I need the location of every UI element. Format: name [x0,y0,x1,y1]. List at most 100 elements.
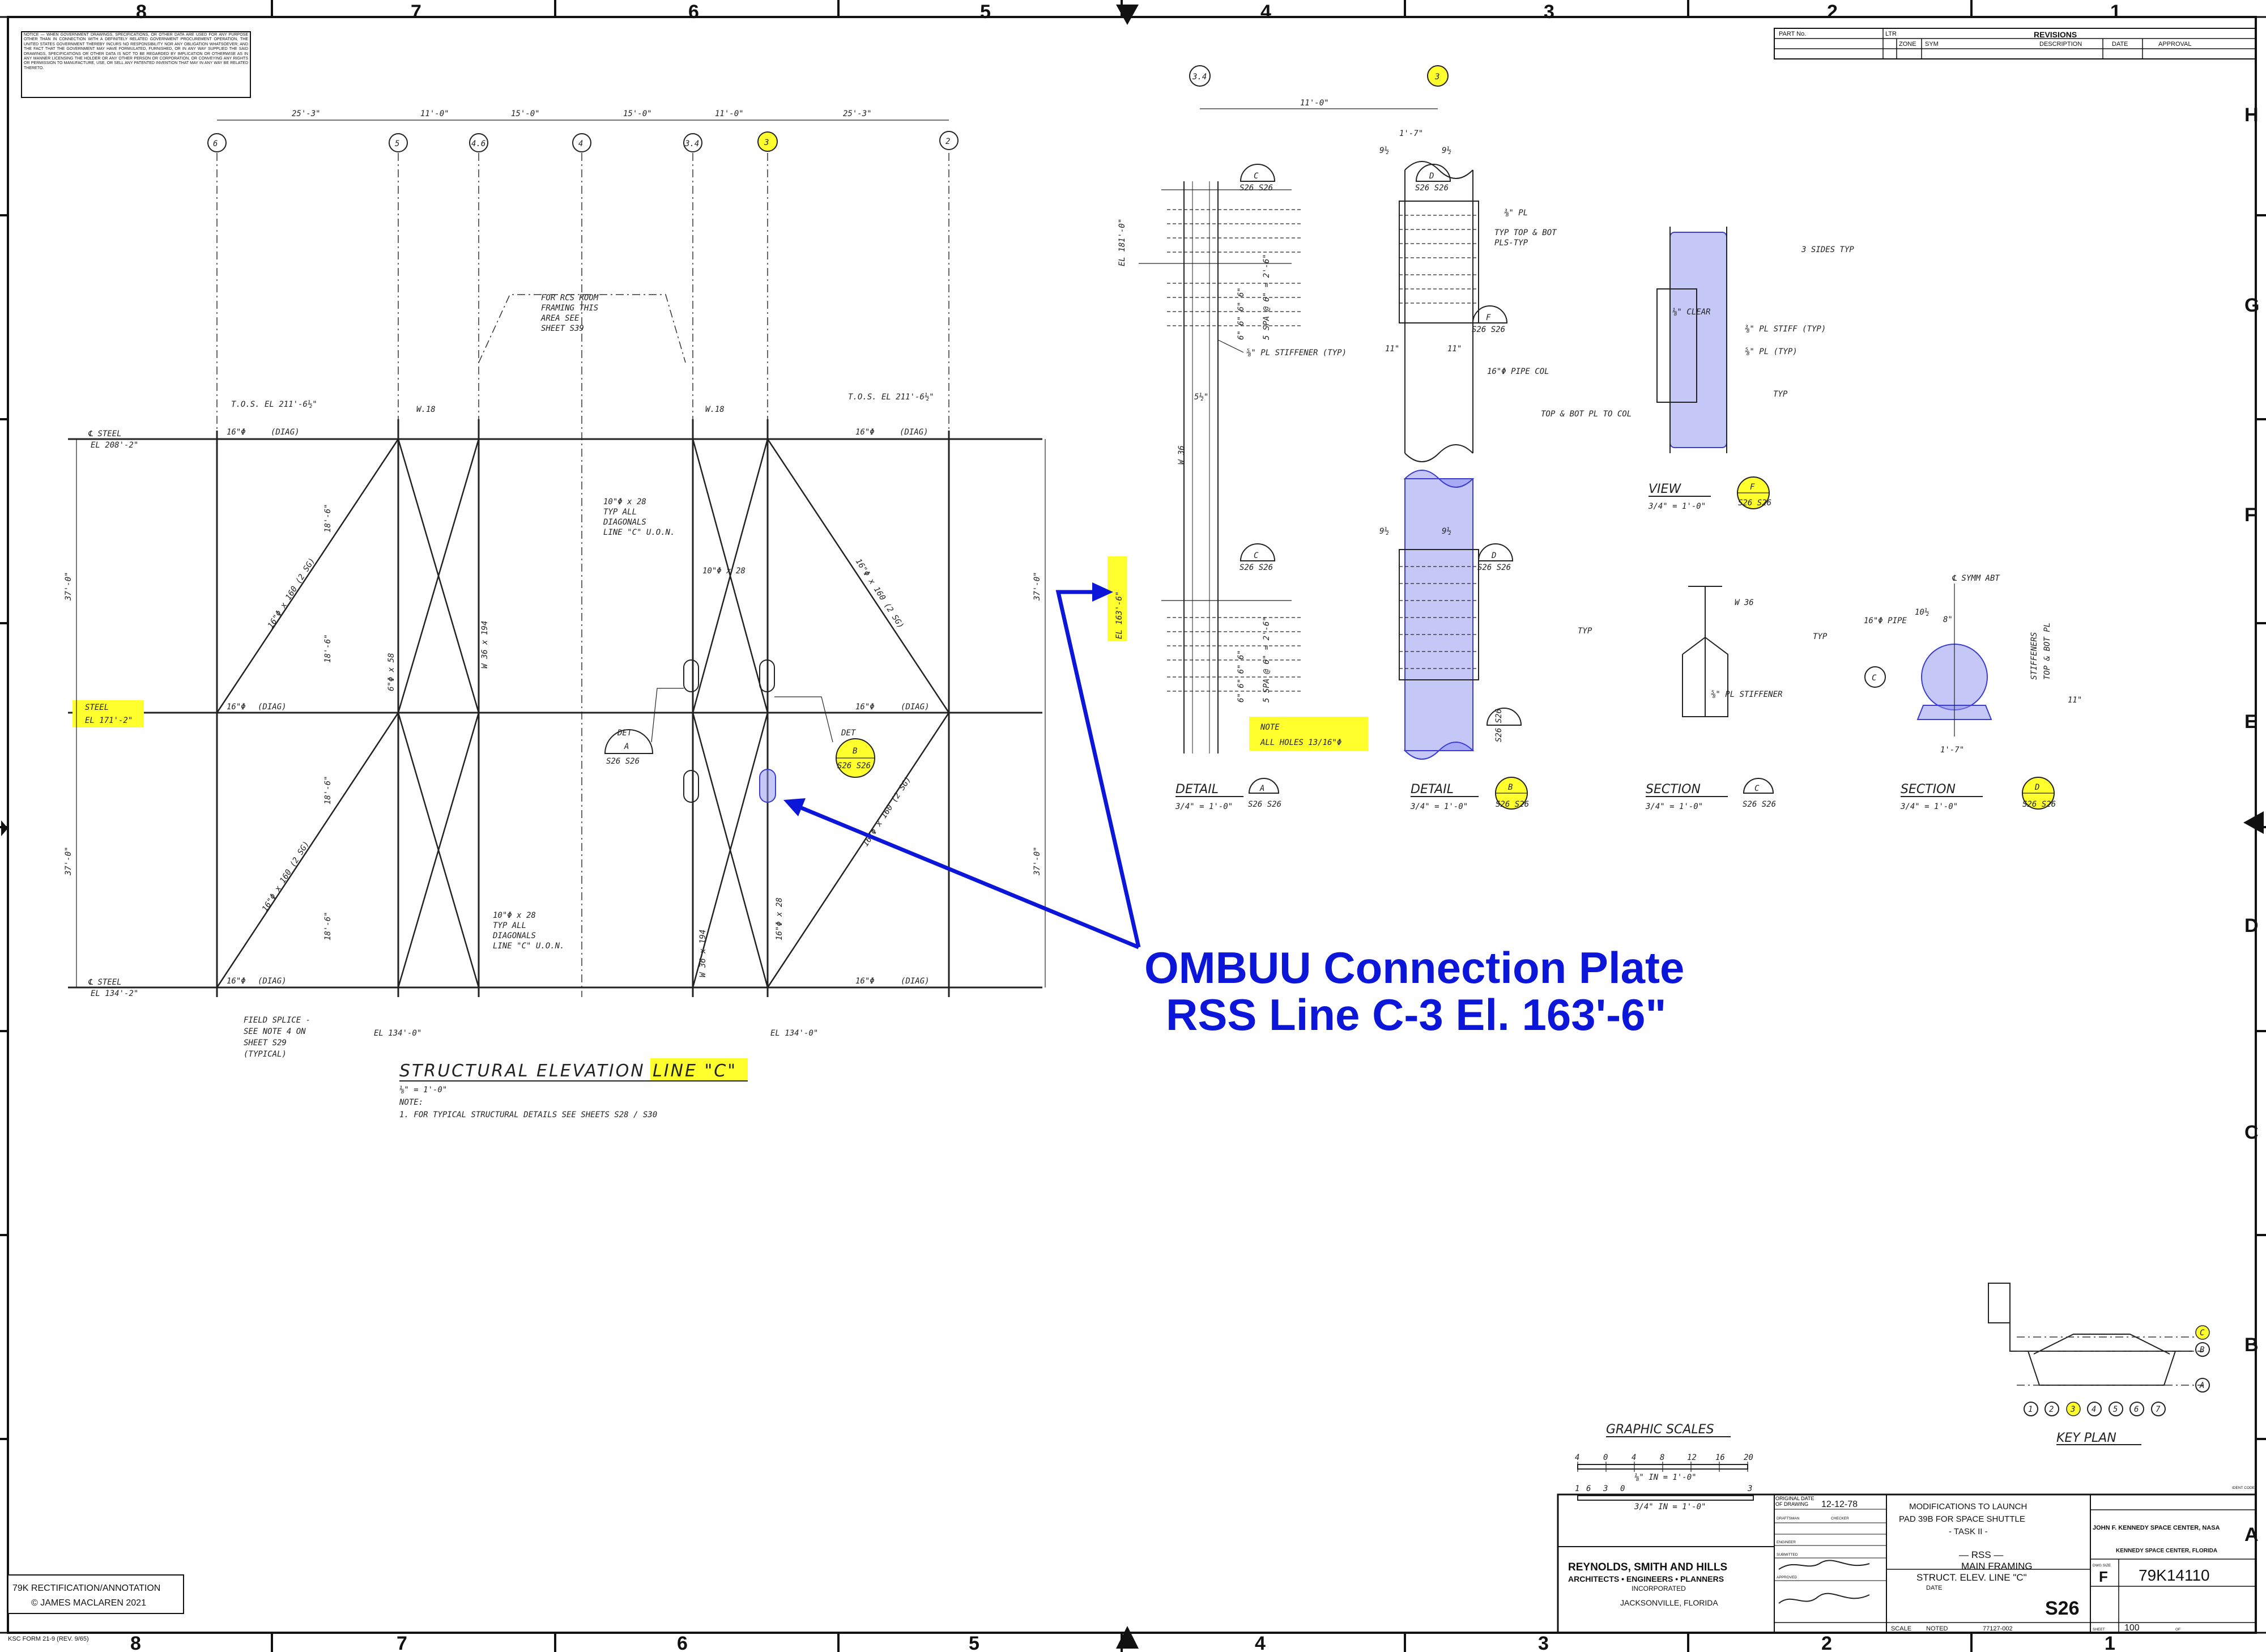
field-splice-3: SHEET S29 [244,1038,287,1048]
rev-header-zone: ZONE [1899,41,1916,48]
rcs-note-1: FOR RCS ROOM [541,293,599,303]
firm-inc: INCORPORATED [1632,1585,1686,1593]
center-mark-top-icon [1116,5,1139,25]
sec-c-bot-letter: C [1254,551,1259,560]
drawing-title-2: MAIN FRAMING [1961,1561,2033,1572]
dwg-size-label: DWG SIZE [2093,1564,2111,1568]
credit-line-1: 79K RECTIFICATION/ANNOTATION [12,1583,160,1593]
det-b-label: DET [841,729,857,738]
scale2-label: 3/4" IN = 1'-0" [1634,1502,1706,1512]
col-label-2: 2 [1827,1,1838,23]
detail-a-letter: A [1259,784,1264,793]
view-f-title[interactable]: VIEW F S26 S26 3/4" = 1'-0" [1648,476,1771,511]
section-mark-d-top[interactable]: D S26 S26 [1415,164,1451,193]
top-dim-3: 15'-0" [511,109,540,118]
view-f-note-3: ⅜" PL STIFF (TYP) [1745,325,1826,334]
scale2-tick-3: 0 [1620,1484,1625,1493]
detail-b-title[interactable]: DETAIL B S26 S26 3/4" = 1'-0" [1410,777,1529,811]
field-splice-4: (TYPICAL) [244,1050,287,1059]
sec-f-letter: F [1486,313,1491,322]
member-10x28: 10"Φ x 28 [702,567,746,576]
rev-header-approval: APPROVAL [2158,41,2192,48]
drawing-title-3: STRUCT. ELEV. LINE "C" [1916,1572,2027,1583]
note-10x28-bot-3: DIAGONALS [492,931,536,940]
section-mark-f-lower[interactable]: S26 S26 [1486,708,1522,742]
rev-header-sym: SYM [1925,41,1939,48]
scale1-tick-6: 20 [1744,1453,1753,1462]
row-label-E: E [2244,711,2258,733]
dim-9-half-lower-1: 9½ [1379,527,1389,536]
det-b-marker[interactable]: DET B S26 S26 [836,729,875,778]
top-dim-6: 25'-3" [843,109,872,118]
key-plan: C B A 1 2 3 4 5 6 7 KEY PLAN [1988,1283,2210,1445]
row-label-H: H [2244,104,2259,126]
member-diag-top-right: (DIAG) [900,428,928,437]
drawing-number: 79K14110 [2139,1566,2210,1584]
detail-a-word: DETAIL [1175,782,1219,797]
ksc-form: KSC FORM 21-9 (REV. 9/65) [8,1636,89,1642]
rcs-note-3: AREA SEE [540,314,580,323]
sec-d-bot-letter: D [1491,551,1496,560]
det-a-marker[interactable]: DET A S26 S26 [604,729,654,766]
row-label-D: D [2244,915,2259,936]
view-f-letter: F [1750,483,1755,492]
note-body: ALL HOLES 13/16"Φ [1260,738,1341,747]
section-c-title[interactable]: SECTION C S26 S26 3/4" = 1'-0" [1645,778,1776,811]
detail-a-title[interactable]: DETAIL A S26 S26 3/4" = 1'-0" [1175,778,1281,811]
scale1-tick-0: 4 [1575,1453,1579,1462]
col-label-bottom-7: 7 [397,1633,407,1652]
scale1-label: ⅛" IN = 1'-0" [1634,1473,1697,1482]
project-line-1: MODIFICATIONS TO LAUNCH [1909,1502,2027,1512]
member-16x28: 16"Φ x 28 [775,897,784,940]
member-16-bot-left: 16"Φ [227,977,246,986]
field-splice-1: FIELD SPLICE - [244,1016,310,1025]
section-d-title[interactable]: SECTION D S26 S26 3/4" = 1'-0" [1900,777,2056,811]
member-16-mid-right: 16"Φ [855,702,875,712]
detail-dim-11: 11'-0" [1300,99,1329,108]
section-mark-c-top[interactable]: C S26 S26 [1240,164,1276,193]
drawing-title-1: — RSS — [1959,1549,2003,1560]
sec-d-note-7: 1'-7" [1940,746,1964,755]
top-dim-2: 11'-0" [420,109,449,118]
key-bubble-6: 6 [2134,1405,2139,1414]
bolt-dim-3: 6" 6" 6" 6" [1237,650,1246,702]
sec-d-note-2: 10½ [1915,608,1929,617]
section-d-letter: D [2034,783,2039,792]
col-label-bottom-4: 4 [1255,1633,1266,1652]
sec-f-lower: S26 S26 [1494,709,1503,742]
vert-dim-5: 18'-6" [323,504,333,533]
member-diag-mid-right: (DIAG) [901,702,930,712]
key-bubble-3: 3 [2070,1405,2075,1414]
det-b-sheets: S26 S26 [837,761,871,770]
rev-header-date: DATE [2112,41,2128,48]
pl-label: ⅜" PL [1504,208,1528,218]
section-mark-c-bot[interactable]: C S26 S26 [1240,543,1276,572]
scale2-tick-1: 6 [1586,1484,1591,1493]
sec-c-note-typ: TYP [1578,627,1592,636]
dim-11-a: 11" [1385,344,1399,354]
detail-b-word: DETAIL [1411,782,1454,797]
sec-c-sheets: S26 S26 [1240,184,1273,193]
top-dim-1: 25'-3" [292,109,321,118]
view-f-note-6: TOP & BOT PL TO COL [1541,410,1632,419]
firm-sub: ARCHITECTS • ENGINEERS • PLANNERS [1568,1574,1724,1583]
vert-dim-4: 37'-0" [1033,846,1042,876]
col-label-6: 6 [688,1,699,23]
sec-f-sheets: S26 S26 [1472,325,1505,334]
pipe-col: 16"Φ PIPE COL [1487,367,1549,376]
view-f-note-4: ⅝" PL (TYP) [1745,347,1798,356]
sec-d-note-8: 11" [2068,696,2082,705]
section-mark-d-bot[interactable]: D S26 S26 [1477,543,1514,572]
note-10x28-bot-2: TYP ALL [493,921,526,930]
elevation-scale: ⅛" = 1'-0" [399,1085,447,1095]
key-bubble-1: 1 [2028,1405,2033,1414]
steel-top-el: EL 208'-2" [91,441,138,450]
row-label-B: B [2244,1334,2259,1356]
sheet-number: 100 [2124,1623,2140,1633]
revisions-title: REVISIONS [2034,30,2077,39]
section-c-scale: 3/4" = 1'-0" [1645,802,1703,811]
credit-line-2: © JAMES MACLAREN 2021 [31,1598,146,1608]
key-bubble-a: A [2199,1381,2204,1390]
grid-bubble-2: 2 [945,137,950,146]
section-mark-f[interactable]: F S26 S26 [1472,305,1508,334]
